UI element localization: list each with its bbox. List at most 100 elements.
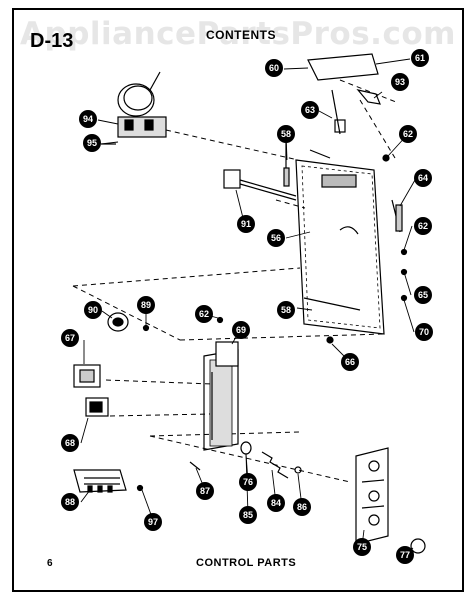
callout-bubble: [265, 59, 283, 77]
callout-bubble: [301, 101, 319, 119]
callout-87: 87: [196, 482, 214, 500]
callout-bubble: [396, 546, 414, 564]
nameplate-part: [355, 447, 389, 545]
switch-part: [73, 364, 101, 388]
callout-bubble: [293, 498, 311, 516]
callout-label: 94: [83, 114, 93, 124]
callout-label: 58: [281, 129, 291, 139]
callout-bubble: [144, 513, 162, 531]
callout-95: 95: [83, 134, 101, 152]
callout-bubble: [391, 73, 409, 91]
relay-part: [85, 397, 109, 417]
callout-label: 95: [87, 138, 97, 148]
callout-bubble: [277, 301, 295, 319]
callout-bubble: [415, 323, 433, 341]
callout-bubble: [414, 217, 432, 235]
screws: [142, 154, 408, 344]
callout-label: 90: [88, 305, 98, 315]
callout-64: 64: [414, 169, 432, 187]
callout-58: 58: [277, 301, 295, 319]
callout-bubble: [267, 494, 285, 512]
callout-75: 75: [353, 538, 371, 556]
callout-bubble: [267, 229, 285, 247]
callout-bubble: [196, 482, 214, 500]
callout-97: 97: [144, 513, 162, 531]
callout-bubble: [399, 125, 417, 143]
callout-bubble: [411, 49, 429, 67]
callout-67: 67: [61, 329, 79, 347]
callout-bubble: [414, 169, 432, 187]
callout-bubble: [79, 110, 97, 128]
callout-bubble: [195, 305, 213, 323]
callout-label: 62: [199, 309, 209, 319]
callout-label: 62: [403, 129, 413, 139]
callout-bubble: [61, 434, 79, 452]
callout-bubble: [232, 321, 250, 339]
callout-label: 56: [271, 233, 281, 243]
callout-bubble: [61, 493, 79, 511]
callout-62: 62: [195, 305, 213, 323]
footer-title: CONTROL PARTS: [196, 557, 297, 569]
callout-93: 93: [391, 73, 409, 91]
callout-label: 65: [418, 290, 428, 300]
callout-label: 88: [65, 497, 75, 507]
callout-label: 70: [419, 327, 429, 337]
callout-label: 93: [395, 77, 405, 87]
callout-label: 77: [400, 550, 410, 560]
callout-94: 94: [79, 110, 97, 128]
callout-91: 91: [237, 215, 255, 233]
callout-69: 69: [232, 321, 250, 339]
callout-label: 84: [271, 498, 281, 508]
callout-label: 64: [418, 173, 428, 183]
callout-bubble: [353, 538, 371, 556]
callout-86: 86: [293, 498, 311, 516]
callout-85: 85: [239, 506, 257, 524]
page-code: D-13: [30, 30, 74, 52]
callout-label: 68: [65, 438, 75, 448]
callout-label: 87: [200, 486, 210, 496]
callout-label: 76: [243, 477, 253, 487]
callout-60: 60: [265, 59, 283, 77]
terminal-block-part: [73, 469, 144, 493]
callout-61: 61: [411, 49, 429, 67]
callout-bubble: [277, 125, 295, 143]
callout-62: 62: [399, 125, 417, 143]
callout-bubble: [84, 301, 102, 319]
page-number: 6: [47, 558, 53, 569]
callout-bubble: [83, 134, 101, 152]
callout-77: 77: [396, 546, 414, 564]
callout-label: 67: [65, 333, 75, 343]
knob-part: [107, 312, 129, 332]
callout-70: 70: [415, 323, 433, 341]
callout-bubble: [61, 329, 79, 347]
callout-63: 63: [301, 101, 319, 119]
diagram-frame: [12, 8, 464, 592]
callout-label: 61: [415, 53, 425, 63]
callout-62: 62: [414, 217, 432, 235]
callout-56: 56: [267, 229, 285, 247]
mounting-bracket-part: [203, 341, 239, 451]
callout-label: 85: [243, 510, 253, 520]
callout-84: 84: [267, 494, 285, 512]
thermostat-part: [101, 71, 167, 145]
callout-66: 66: [341, 353, 359, 371]
callout-65: 65: [414, 286, 432, 304]
sensor-probe-part: [223, 169, 297, 201]
callout-label: 66: [345, 357, 355, 367]
small-knob-part: [410, 538, 426, 554]
callout-label: 75: [357, 542, 367, 552]
control-panel-part: [283, 140, 403, 335]
callout-bubble: [414, 286, 432, 304]
callout-bubble: [137, 296, 155, 314]
callout-58: 58: [277, 125, 295, 143]
callout-label: 69: [236, 325, 246, 335]
callout-89: 89: [137, 296, 155, 314]
top-bracket-part: [307, 53, 381, 135]
hardware-parts: [189, 441, 302, 479]
header-label: CONTENTS: [206, 28, 276, 42]
callout-bubble: [237, 215, 255, 233]
callout-76: 76: [239, 473, 257, 491]
callout-bubble: [239, 473, 257, 491]
callout-88: 88: [61, 493, 79, 511]
